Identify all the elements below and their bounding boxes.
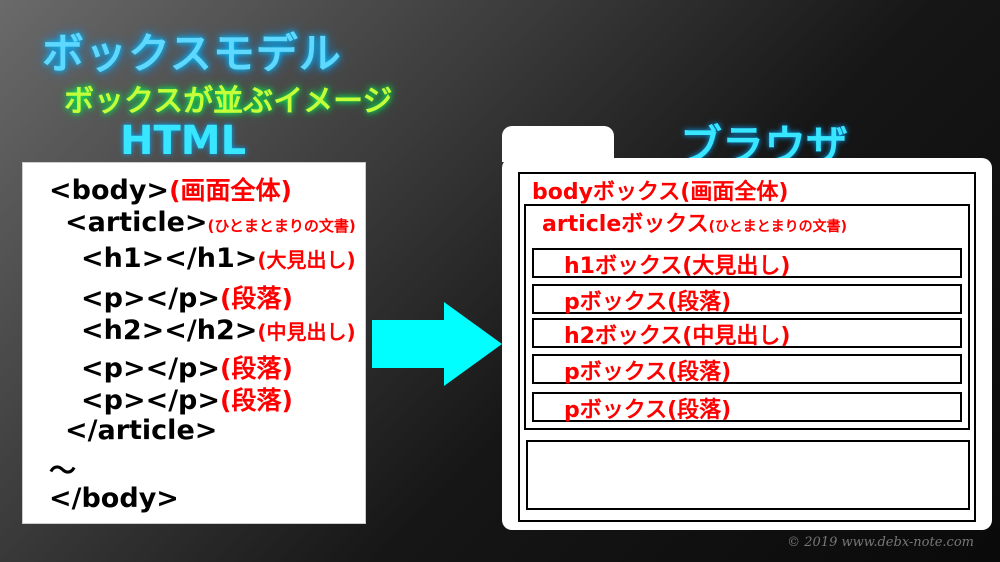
article-box [524,204,970,430]
code-line-tilde: 〜 [49,456,76,487]
code-line-h2: <h2></h2>(中見出し) [81,315,356,346]
empty-box [526,440,970,510]
browser-tab [502,126,614,162]
h2-box-label: h2ボックス(中見出し) [564,324,791,349]
title-sub: ボックスが並ぶイメージ [64,84,393,119]
code-line-p1: <p></p>(段落) [81,283,293,314]
browser-window: bodyボックス(画面全体) articleボックス(ひとまとまりの文書) h1… [502,158,992,530]
p3-box [532,392,962,422]
p2-box [532,354,962,384]
p1-box [532,284,962,314]
right-arrow-icon [372,302,502,386]
p3-box-label: pボックス(段落) [564,398,732,423]
body-box [518,172,976,522]
html-label: HTML [120,118,247,164]
h1-box [532,248,962,278]
h1-box-label: h1ボックス(大見出し) [564,254,791,279]
watermark: © 2019 www.debx-note.com [787,535,974,550]
title-main: ボックスモデル [42,29,342,78]
code-line-body-close: </body> [49,483,179,514]
code-line-article-close: </article> [65,415,218,446]
code-line-h1: <h1></h1>(大見出し) [81,243,356,274]
body-box-label: bodyボックス(画面全体) [532,180,789,205]
p1-box-label: pボックス(段落) [564,290,732,315]
code-line-body-open: <body>(画面全体) [49,175,292,206]
article-box-label: articleボックス(ひとまとまりの文書) [542,212,847,237]
code-line-p2: <p></p>(段落) [81,353,293,384]
h2-box [532,318,962,348]
code-line-p3: <p></p>(段落) [81,385,293,416]
html-code-panel: <body>(画面全体) <article>(ひとまとまりの文書) <h1></… [22,162,366,524]
code-line-article-open: <article>(ひとまとまりの文書) [65,207,356,238]
p2-box-label: pボックス(段落) [564,360,732,385]
